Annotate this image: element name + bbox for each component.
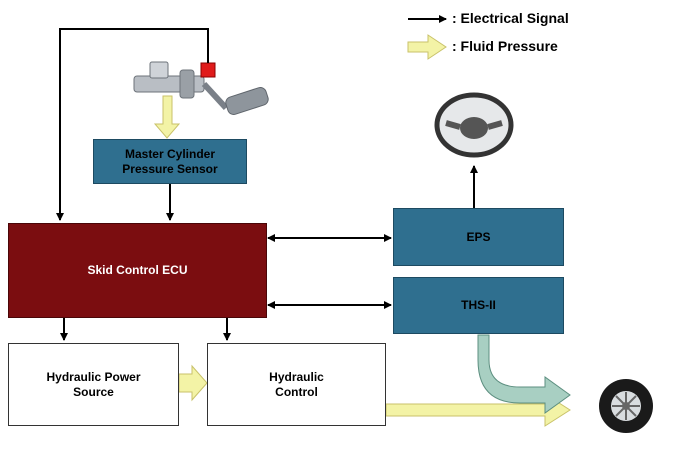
master-cylinder-pressure-sensor-block: Master Cylinder Pressure Sensor [93,139,247,184]
legend-electrical-label: : Electrical Signal [452,10,569,26]
brake-pedal-master-cylinder-icon [133,61,269,115]
hydraulic-power-source-block: Hydraulic Power Source [8,343,179,426]
hydraulic-control-block: Hydraulic Control [207,343,386,426]
fluid-arrow-mc-to-sensor [153,95,181,139]
eps-block: EPS [393,208,564,266]
electrical-line-pedal-to-ecu [56,28,209,221]
output-arrow-ths-to-tire [477,334,571,414]
legend-fluid-label: : Fluid Pressure [452,38,558,54]
steering-wheel-icon [434,92,514,158]
tire-icon [599,379,653,433]
legend-fluid-arrow-icon [407,34,447,60]
skid-control-ecu-block: Skid Control ECU [8,223,267,318]
fluid-arrow-power-to-control [178,364,208,402]
ths-ii-block: THS-II [393,277,564,334]
